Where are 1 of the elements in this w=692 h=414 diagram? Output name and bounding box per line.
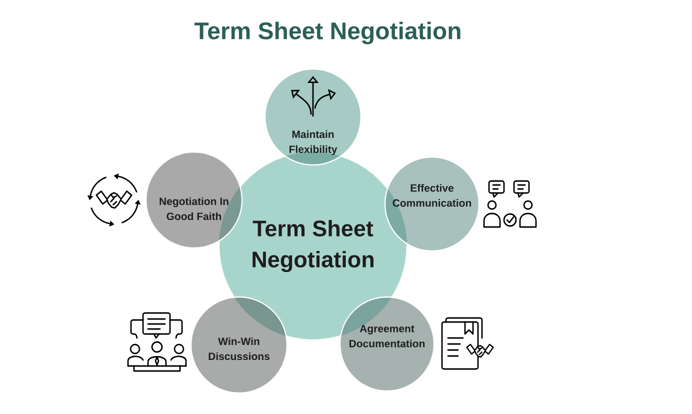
title: Term Sheet Negotiation bbox=[194, 22, 460, 44]
